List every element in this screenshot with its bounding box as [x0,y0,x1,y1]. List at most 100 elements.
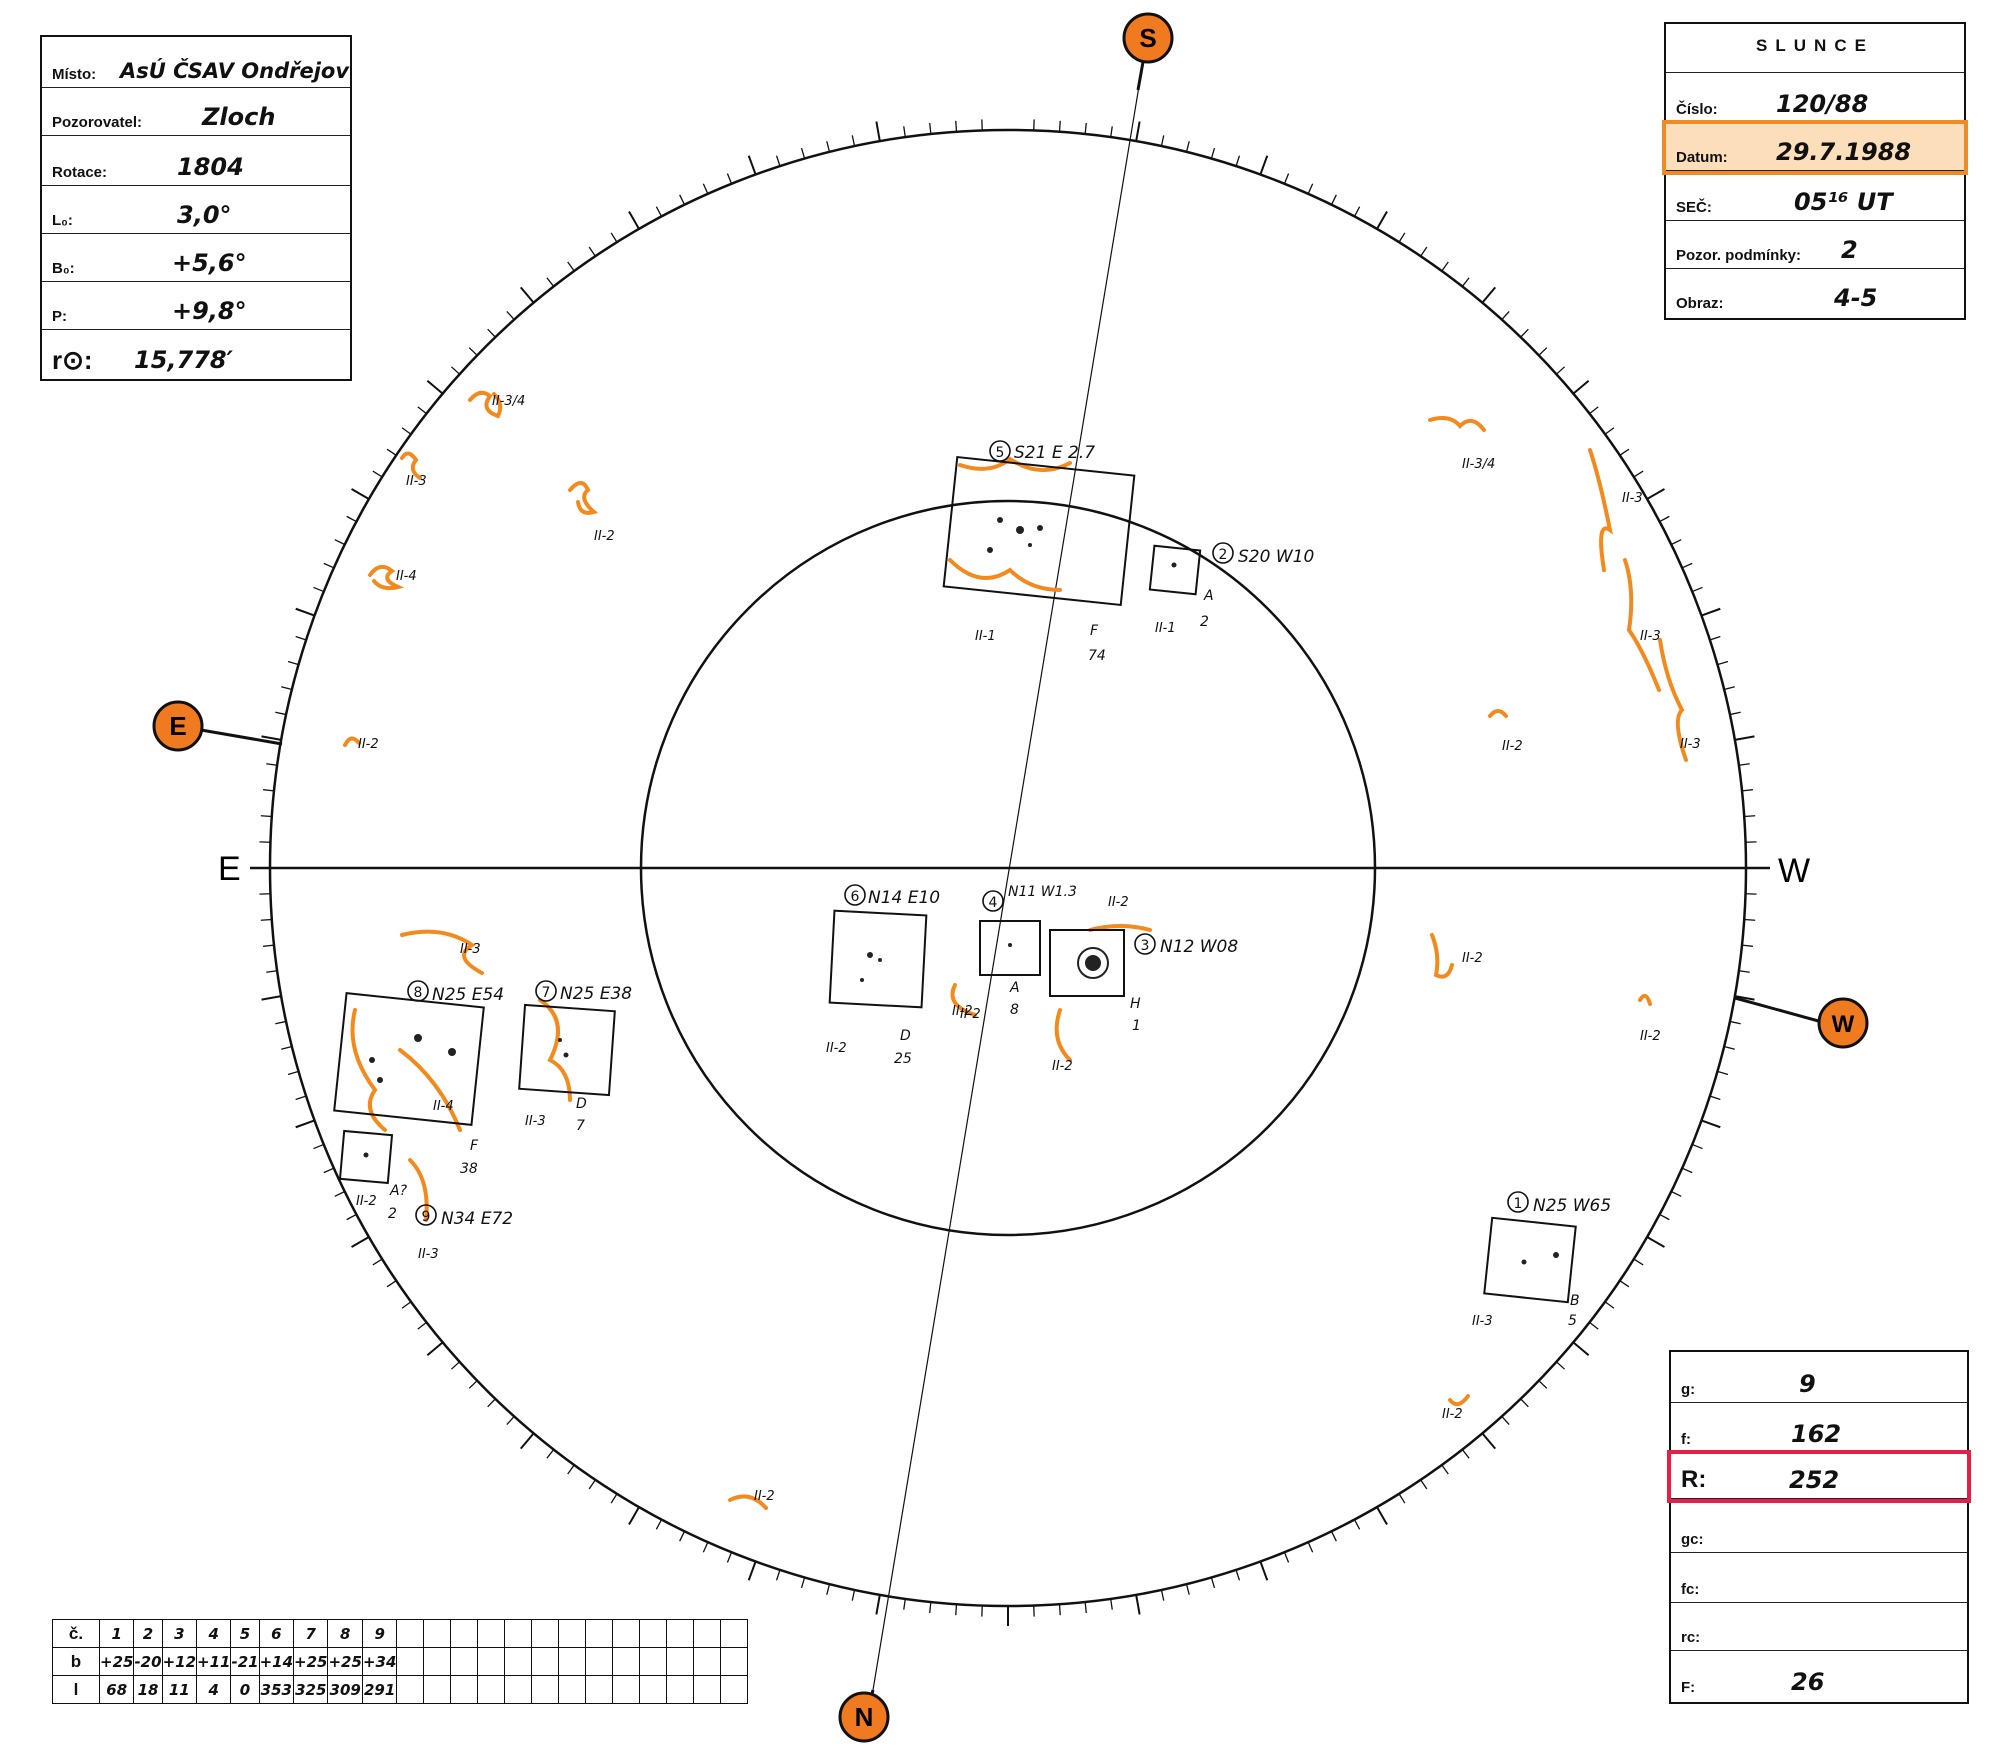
group-6-number: 6 [851,889,860,905]
register-number-cell: 4 [196,1619,232,1648]
b0-value: +5,6° [172,249,247,277]
limb-tick [1659,1213,1670,1221]
limb-tick [261,735,282,741]
limb-tick [610,1493,618,1504]
group-5-class: F [1090,623,1099,639]
limb-tick [826,141,831,153]
b0-label: B₀: [52,260,75,277]
register-latitude-cell [450,1647,479,1676]
observation-info-box: Místo: AsÚ ČSAV Ondřejov Pozorovatel: Zl… [40,35,352,381]
n-marker-label: N [855,1702,874,1732]
limb-tick [546,1449,555,1459]
group-9-label: 9 N34 E72 II-2 A? 2 [356,1183,513,1229]
register-longitude-cell [504,1675,533,1704]
facula [568,481,599,515]
limb-tick [1520,1398,1529,1408]
group-4-number: 4 [989,895,998,911]
limb-tick [628,211,640,230]
register-number-cell: 9 [361,1619,398,1648]
limb-tick [1659,515,1670,523]
register-number-cell: 5 [230,1619,260,1648]
limb-tick [266,763,278,766]
facula-note: II-4 [396,569,417,584]
facula [950,983,977,1017]
limb-tick [1741,789,1753,792]
limb-tick [295,635,307,641]
limb-tick [323,562,335,569]
limb-tick [851,1589,856,1601]
group-4-position: N11 W1.3 [1008,884,1077,900]
limb-tick [281,1045,293,1050]
limb-tick [1520,328,1529,338]
group-6-position: N14 E10 [868,888,940,908]
facula [468,390,503,419]
r0-value: 15,778′ [134,346,233,374]
facula-note: II-3 [1640,629,1661,644]
group-8-note: II-4 [433,1099,454,1114]
limb-tick [417,406,427,415]
group-4-class: A [1009,980,1020,996]
w-marker: W [1817,997,1869,1049]
limb-tick [1619,448,1630,456]
limb-tick [295,1119,315,1129]
register-latitude-cell: +14 [258,1647,295,1676]
register-latitude-cell: +11 [196,1647,232,1676]
sunspot-cluster [997,517,1003,523]
limb-tick [1461,1449,1470,1459]
register-longitude-cell: 291 [361,1675,398,1704]
limb-tick [1398,232,1406,243]
facula-note: II-3/4 [1462,457,1495,472]
limb-tick [1604,1301,1615,1309]
sunspots [363,517,1559,1265]
sunspot-cluster [369,1057,375,1063]
limb-tick [1717,1070,1729,1076]
limb-tick [1259,1561,1269,1581]
e-axis-label: E [218,850,241,888]
register-longitude-cell [585,1675,614,1704]
sunspot [363,1152,369,1158]
limb-tick [468,1380,478,1389]
group-6-count: 25 [894,1051,912,1067]
limb-tick [1353,206,1361,217]
g-row: g: 9 [1671,1352,1967,1403]
group-9-count: 2 [388,1206,397,1222]
limb-tick [450,366,460,375]
limb-tick [1481,1432,1496,1450]
limb-tick [1729,1020,1741,1025]
register-number-cell [585,1619,614,1648]
facula [400,451,422,480]
group-labels: 5 S21 E 2.7 II-1 F 74 2 S20 W10 II-1 A 2… [356,440,1611,1329]
limb-tick [1330,194,1337,205]
facula [343,736,361,747]
limb-tick [775,155,781,167]
facula-note: II-2 [1442,1407,1463,1422]
limb-tick [1734,995,1755,1001]
limb-tick [1135,1594,1141,1615]
sunspot-cluster [448,1048,456,1056]
sunspot-cluster [1028,543,1032,547]
limb-tick [955,120,958,132]
register-longitude-cell [612,1675,641,1704]
limb-tick [1744,815,1756,818]
fc-row: fc: [1671,1552,1967,1603]
group-8-count: 38 [460,1161,478,1177]
limb-tick [679,1531,686,1542]
limb-tick [1681,1167,1693,1174]
group-7-class: D [576,1096,587,1112]
misto-label: Místo: [52,66,97,83]
F-row: F: 26 [1671,1650,1967,1700]
g-label: g: [1681,1381,1696,1398]
f-label: f: [1681,1431,1691,1448]
group-2-box [1148,544,1202,596]
f-value: 162 [1791,1420,1842,1448]
limb-tick [1538,1380,1548,1389]
group-5-note: II-1 [975,629,996,644]
register-number-cell: 7 [293,1619,329,1648]
register-number-cell: 8 [327,1619,363,1648]
register-latitude-cell: +25 [98,1647,135,1676]
limb-tick [1398,1493,1406,1504]
cislo-value: 120/88 [1776,90,1869,118]
w-marker-label: W [1832,1011,1855,1038]
limb-tick [1420,1479,1428,1490]
